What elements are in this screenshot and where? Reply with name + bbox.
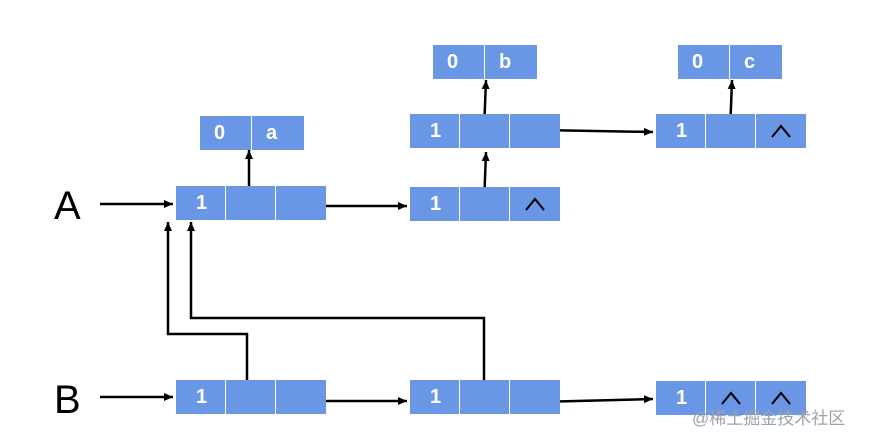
list-label-b: B <box>54 378 81 422</box>
atom-tag: 0 <box>200 116 252 150</box>
head-pointer-cell <box>706 114 756 148</box>
atom-value: a <box>252 116 304 150</box>
atom-value: c <box>730 45 782 79</box>
atom-value: b <box>485 45 537 79</box>
null-symbol-icon <box>525 197 545 211</box>
arrow-b1-to-a1 <box>164 222 249 398</box>
tail-pointer-cell <box>510 114 560 148</box>
tail-pointer-cell <box>276 380 326 414</box>
list-node-b2: 1 <box>410 380 560 414</box>
head-pointer-cell <box>460 187 510 221</box>
arrow-b2-to-a1 <box>187 222 486 398</box>
null-pointer-cell <box>756 381 806 415</box>
atom-tag: 0 <box>678 45 730 79</box>
null-pointer-cell <box>756 114 806 148</box>
tag-cell: 1 <box>656 381 706 415</box>
list-node-a2: 1 <box>410 187 560 221</box>
watermark: @稀土掘金技术社区 <box>692 409 846 428</box>
list-node-a1: 1 <box>176 186 326 220</box>
sublist-node-1: 1 <box>410 114 560 148</box>
tag-cell: 1 <box>656 114 706 148</box>
atom-tag: 0 <box>433 45 485 79</box>
tag-cell: 1 <box>410 380 460 414</box>
sublist-node-2: 1 <box>656 114 806 148</box>
tag-cell: 1 <box>176 380 226 414</box>
null-pointer-cell <box>510 187 560 221</box>
tail-pointer-cell <box>510 380 560 414</box>
tag-cell: 1 <box>410 114 460 148</box>
null-symbol-icon <box>720 391 741 405</box>
head-pointer-cell <box>226 380 276 414</box>
null-symbol-icon <box>771 124 791 138</box>
null-pointer-cell <box>706 381 756 415</box>
list-label-a: A <box>54 184 81 228</box>
atom-node-c: 0 c <box>678 45 782 79</box>
atom-node-b: 0 b <box>433 45 537 79</box>
tail-pointer-cell <box>276 186 326 220</box>
head-pointer-cell <box>460 380 510 414</box>
null-symbol-icon <box>771 391 791 405</box>
head-pointer-cell <box>460 114 510 148</box>
list-node-b1: 1 <box>176 380 326 414</box>
list-node-b3: 1 <box>656 381 806 415</box>
atom-node-a: 0 a <box>200 116 304 150</box>
head-pointer-cell <box>226 186 276 220</box>
tag-cell: 1 <box>410 187 460 221</box>
tag-cell: 1 <box>176 186 226 220</box>
